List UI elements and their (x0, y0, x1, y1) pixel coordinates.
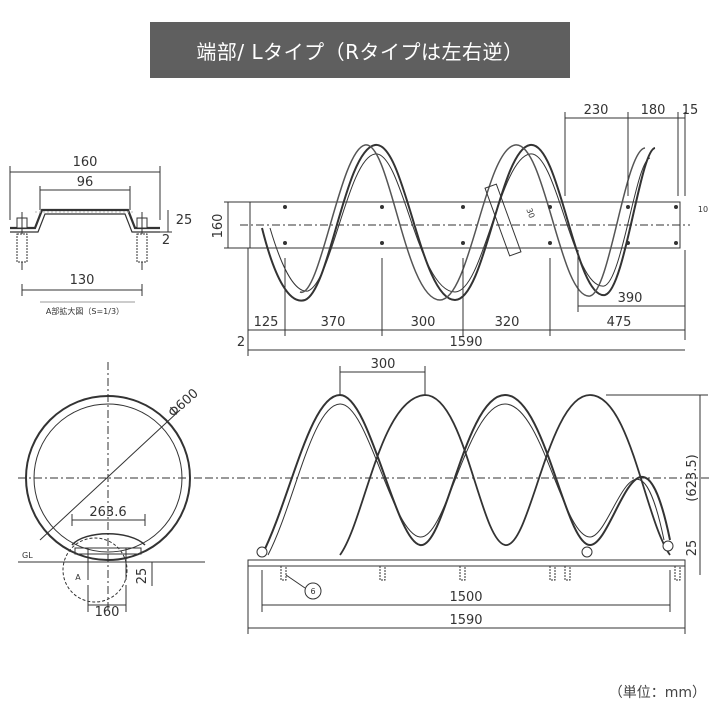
detail-view (9, 166, 172, 303)
plan-dim-475: 475 (607, 315, 632, 330)
plan-dim-10: 10 (698, 205, 708, 214)
detail-caption: A部拡大図（S=1/3） (46, 306, 124, 316)
side-view (18, 362, 205, 612)
unit-note: （単位：mm） (608, 685, 706, 701)
detail-marker-a: A (75, 573, 81, 582)
plan-dim-2: 2 (237, 335, 245, 350)
plan-dim-370: 370 (321, 315, 346, 330)
front-dim-base: 25 (685, 540, 700, 557)
plan-dim-1590: 1590 (449, 335, 482, 350)
plan-view (224, 112, 690, 356)
plan-dim-390: 390 (618, 291, 643, 306)
detail-dim-inner: 96 (77, 175, 94, 190)
front-dim-pitch: 300 (371, 357, 396, 372)
front-dim-height: (623.5) (685, 454, 700, 501)
plan-dim-230: 230 (584, 103, 609, 118)
plan-dim-320: 320 (495, 315, 520, 330)
plan-dim-15: 15 (682, 103, 699, 118)
front-dim-total: 1590 (449, 613, 482, 628)
detail-dim-thick: 2 (162, 233, 170, 248)
plan-dim-125: 125 (254, 315, 279, 330)
side-dim-diameter: Φ600 (166, 386, 202, 421)
gl-label: GL (22, 551, 33, 560)
side-dim-width: 263.6 (89, 505, 126, 520)
detail-dim-height: 25 (176, 213, 193, 228)
detail-dim-bottom: 130 (70, 273, 95, 288)
detail-dim-top: 160 (73, 155, 98, 170)
plan-dim-300: 300 (411, 315, 436, 330)
title-banner: 端部/ Lタイプ（Rタイプは左右逆） (150, 22, 570, 78)
anchor-callout: 6 (310, 587, 315, 596)
title-text: 端部/ Lタイプ（Rタイプは左右逆） (196, 39, 524, 64)
front-dim-span: 1500 (449, 590, 482, 605)
side-dim-height: 25 (135, 568, 150, 585)
side-dim-bottom: 160 (95, 605, 120, 620)
front-view (205, 366, 710, 634)
plan-dim-180: 180 (641, 103, 666, 118)
plan-dim-30: 30 (524, 207, 536, 220)
plan-dim-160: 160 (211, 214, 226, 239)
